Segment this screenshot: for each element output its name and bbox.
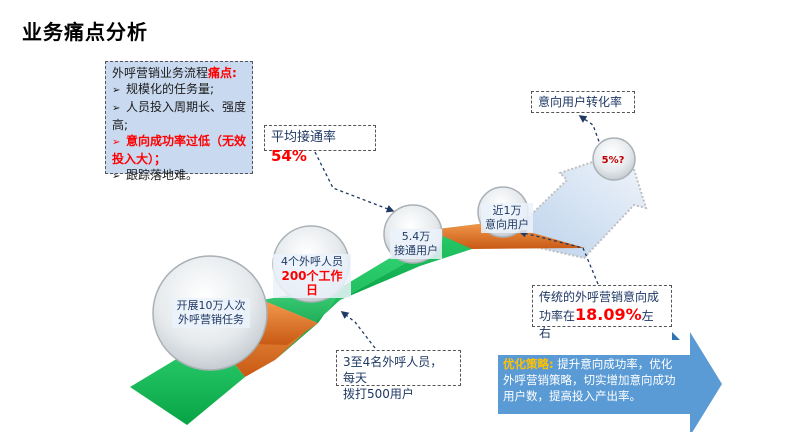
bullet-arrow-icon: ➢ <box>112 103 121 114</box>
pain-item: ➢跟踪落地难。 <box>112 167 246 185</box>
bullet-arrow-icon: ➢ <box>112 85 121 96</box>
stage-label-task: 开展10万人次 外呼营销任务 <box>172 298 250 328</box>
stage-label-intent: 近1万 意向用户 <box>481 203 533 233</box>
connect-rate-callout: 平均接通率54% <box>264 125 376 165</box>
stage-label-connected: 5.4万 接通用户 <box>390 229 442 259</box>
pain-heading-prefix: 外呼营销业务流程 <box>112 66 209 80</box>
connector-goal-to-conversion <box>578 115 602 148</box>
strategy-label: 优化策略: <box>503 357 554 371</box>
ribbon-green-2 <box>275 255 407 360</box>
connect-rate-value: 54% <box>271 147 307 165</box>
bullet-arrow-icon: ➢ <box>112 171 121 182</box>
connector-staff-detail <box>340 311 376 349</box>
pain-heading-highlight: 痛点 <box>208 66 233 80</box>
strategy-arrow-shape <box>498 332 722 432</box>
pain-points-box: 外呼营销业务流程痛点: ➢规模化的任务量; ➢人员投入周期长、强度高; ➢意向成… <box>105 61 253 182</box>
traditional-rate-callout: 传统的外呼营销意向成 功率在18.09%左右 <box>532 285 672 340</box>
connectors <box>314 115 602 349</box>
ribbon <box>130 222 585 425</box>
connector-rate-to-connected <box>314 151 395 213</box>
ball-goal <box>592 137 636 181</box>
page-title: 业务痛点分析 <box>22 20 148 44</box>
pain-item: ➢人员投入周期长、强度高; <box>112 100 247 132</box>
stage-label-goal: 5%? <box>601 155 625 166</box>
conversion-callout: 意向用户转化率 <box>531 91 635 113</box>
staff-detail-callout: 3至4名外呼人员，每天 拨打500用户 <box>336 350 461 401</box>
staff-workdays-value: 200个工作日 <box>281 269 343 297</box>
pain-item: ➢规模化的任务量; <box>112 81 246 99</box>
connector-traditional-to-intent <box>518 229 599 285</box>
traditional-rate-value: 18.09% <box>575 305 642 324</box>
pain-item-highlight: ➢意向成功率过低（无效投入大）； <box>112 134 247 166</box>
corner-triangle-icon <box>672 332 680 340</box>
strategy-text: 优化策略: 提升意向成功率，优化外呼营销策略，切实增加意向成功用户数，提高投入产… <box>503 357 676 403</box>
stage-label-staff: 4个外呼人员 200个工作日 <box>273 254 351 298</box>
bullet-arrow-icon: ➢ <box>112 137 121 148</box>
